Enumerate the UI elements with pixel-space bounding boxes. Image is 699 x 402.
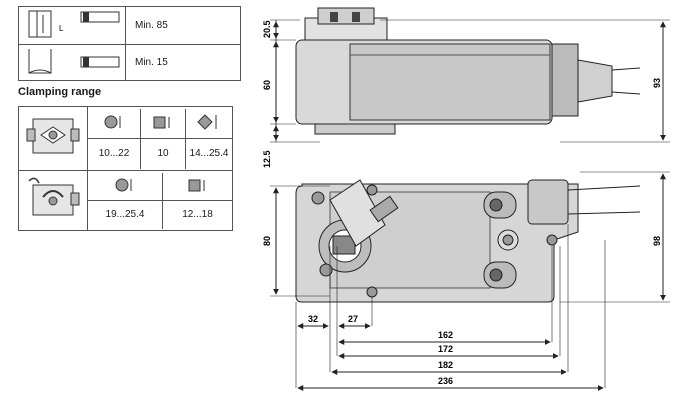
- side-view: [270, 7, 670, 143]
- clamp-u-bolt-icon: [26, 118, 80, 154]
- dim-side-bottom: 12.5: [262, 150, 272, 168]
- dim-172: 172: [438, 344, 453, 354]
- shaft-length-icon: L: [28, 10, 120, 38]
- dim-top-height-right: 98: [652, 236, 662, 246]
- diagonal-shaft-icon: [197, 114, 217, 130]
- clamping-range-heading: Clamping range: [18, 86, 102, 98]
- length-icon-cell-2: [18, 44, 126, 81]
- length-icon-cell-1: L: [18, 6, 126, 45]
- dim-182: 182: [438, 360, 453, 370]
- round-shaft-icon-2: [115, 178, 132, 192]
- round-shaft-icon: [104, 115, 121, 129]
- clamp-reversed-icon: [28, 177, 80, 216]
- dim-side-top: 20.5: [262, 20, 272, 38]
- clamp-row2-square: 12...18: [182, 209, 213, 221]
- length-table: L Min. 85 Min. 15: [18, 6, 241, 81]
- clamping-table: 10...22 10 14...25.4: [18, 106, 233, 231]
- dim-top-height-left: 80: [262, 236, 272, 246]
- length-value-1: Min. 85: [135, 20, 168, 31]
- clamp-row1-diagonal: 14...25.4: [189, 148, 229, 160]
- top-view: [270, 171, 670, 391]
- dim-162: 162: [438, 330, 453, 340]
- length-value-2: Min. 15: [135, 57, 168, 68]
- dim-side-mid: 60: [262, 80, 272, 90]
- clamp-row1-round: 10...22: [98, 148, 130, 160]
- clamp-row2-round: 19...25.4: [105, 209, 145, 221]
- short-shaft-icon: [28, 49, 120, 74]
- square-shaft-icon: [153, 116, 170, 129]
- clamp-row1-square: 10: [157, 148, 169, 160]
- dim-236: 236: [438, 376, 453, 386]
- dim-side-height: 93: [652, 78, 662, 88]
- dim-32: 32: [308, 314, 318, 324]
- clamp-icon-cell-2: [18, 170, 88, 231]
- dim-27: 27: [348, 314, 358, 324]
- square-shaft-icon-2: [188, 179, 204, 192]
- length-label: L: [59, 24, 64, 33]
